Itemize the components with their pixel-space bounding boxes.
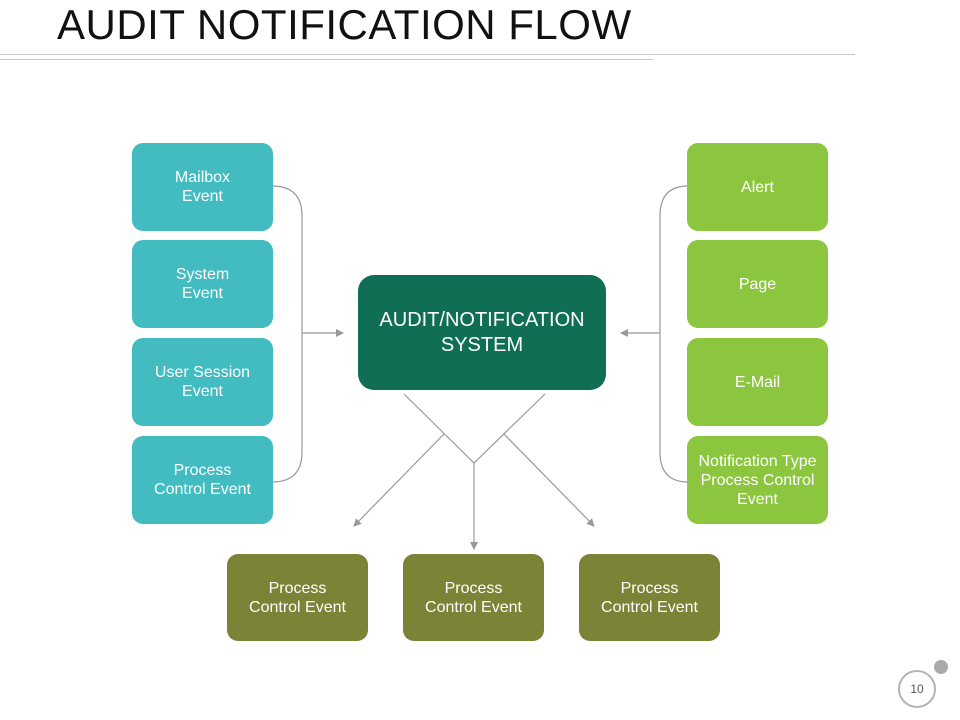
page-number-badge: 10 (898, 670, 936, 708)
notification-box-label: Notification Type Process Control Event (698, 452, 817, 508)
title-divider-bottom (0, 59, 653, 60)
notification-box-label: Alert (741, 178, 774, 196)
notification-box-page: Page (687, 240, 828, 328)
page-title: AUDIT NOTIFICATION FLOW (57, 1, 632, 48)
page-badge-dot (934, 660, 948, 674)
title-divider-top (0, 54, 855, 55)
source-box-mailbox-event: Mailbox Event (132, 143, 273, 231)
output-arrow-left (353, 433, 445, 527)
output-box-label: Process Control Event (425, 579, 522, 616)
output-box-right: Process Control Event (579, 554, 720, 641)
source-box-label: System Event (175, 266, 230, 302)
page-number: 10 (910, 682, 924, 696)
notification-box-label: Page (738, 275, 777, 293)
left-bracket (271, 185, 303, 483)
output-box-left: Process Control Event (227, 554, 368, 641)
output-box-center: Process Control Event (403, 554, 544, 641)
output-box-label: Process Control Event (249, 579, 346, 616)
source-box-label: Mailbox Event (174, 169, 231, 205)
center-box-label: AUDIT/NOTIFICATION SYSTEM (379, 308, 585, 356)
notification-box-notification-type: Notification Type Process Control Event (687, 436, 828, 524)
notification-box-email: E-Mail (687, 338, 828, 426)
source-box-process-control-event: Process Control Event (132, 436, 273, 524)
notification-box-alert: Alert (687, 143, 828, 231)
audit-notification-system-box: AUDIT/NOTIFICATION SYSTEM (358, 275, 606, 390)
funnel-shape (403, 393, 546, 464)
source-box-system-event: System Event (132, 240, 273, 328)
notification-box-label: E-Mail (734, 373, 781, 391)
output-arrow-right (503, 433, 595, 527)
source-box-user-session-event: User Session Event (132, 338, 273, 426)
right-bracket (659, 185, 689, 483)
source-box-label: Process Control Event (154, 462, 251, 498)
output-box-label: Process Control Event (601, 579, 698, 616)
source-box-label: User Session Event (154, 364, 251, 400)
